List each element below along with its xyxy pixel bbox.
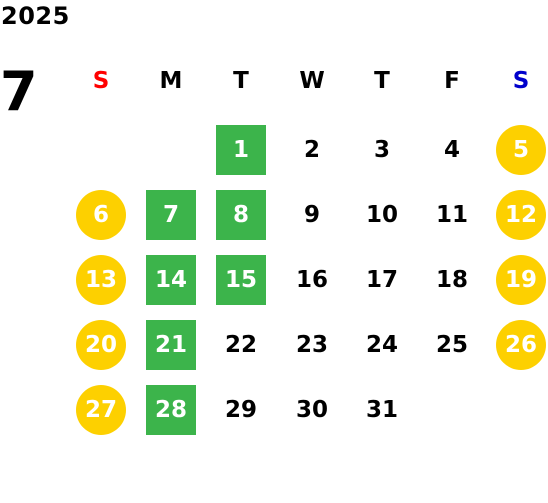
day-number: 14 — [154, 267, 187, 293]
day-cell-6[interactable]: 6 — [71, 190, 131, 240]
day-number: 9 — [303, 202, 320, 228]
day-number: 25 — [435, 332, 468, 358]
day-number: 8 — [232, 202, 249, 228]
day-number: 3 — [373, 137, 390, 163]
day-number: 26 — [504, 332, 537, 358]
month-number: 7 — [0, 60, 38, 123]
day-cell-23[interactable]: 23 — [282, 320, 342, 370]
day-number: 20 — [84, 332, 117, 358]
day-number: 30 — [295, 397, 328, 423]
day-cell-4[interactable]: 4 — [422, 125, 482, 175]
day-number: 21 — [154, 332, 187, 358]
day-number: 12 — [504, 202, 537, 228]
day-cell-1[interactable]: 1 — [211, 125, 271, 175]
day-number: 6 — [92, 202, 109, 228]
day-cell-19[interactable]: 19 — [491, 255, 548, 305]
day-cell-15[interactable]: 15 — [211, 255, 271, 305]
day-cell-31[interactable]: 31 — [352, 385, 412, 435]
day-number: 17 — [365, 267, 398, 293]
day-cell-7[interactable]: 7 — [141, 190, 201, 240]
day-number: 1 — [232, 137, 249, 163]
day-number: 23 — [295, 332, 328, 358]
weekday-header-sun: S — [92, 68, 110, 94]
day-cell-2[interactable]: 2 — [282, 125, 342, 175]
day-number: 22 — [224, 332, 257, 358]
day-cell-12[interactable]: 12 — [491, 190, 548, 240]
day-cell-25[interactable]: 25 — [422, 320, 482, 370]
weekday-header-wed: W — [299, 68, 325, 94]
day-cell-24[interactable]: 24 — [352, 320, 412, 370]
day-cell-17[interactable]: 17 — [352, 255, 412, 305]
day-cell-20[interactable]: 20 — [71, 320, 131, 370]
weekday-header-sat: S — [512, 68, 530, 94]
day-cell-18[interactable]: 18 — [422, 255, 482, 305]
day-cell-30[interactable]: 30 — [282, 385, 342, 435]
day-cell-8[interactable]: 8 — [211, 190, 271, 240]
day-cell-22[interactable]: 22 — [211, 320, 271, 370]
day-number: 31 — [365, 397, 398, 423]
day-number: 16 — [295, 267, 328, 293]
weekday-header-fri: F — [444, 68, 460, 94]
day-cell-29[interactable]: 29 — [211, 385, 271, 435]
day-cell-27[interactable]: 27 — [71, 385, 131, 435]
day-cell-14[interactable]: 14 — [141, 255, 201, 305]
day-number: 29 — [224, 397, 257, 423]
day-number: 27 — [84, 397, 117, 423]
day-number: 13 — [84, 267, 117, 293]
day-cell-9[interactable]: 9 — [282, 190, 342, 240]
day-cell-13[interactable]: 13 — [71, 255, 131, 305]
day-number: 2 — [303, 137, 320, 163]
day-cell-21[interactable]: 21 — [141, 320, 201, 370]
day-number: 10 — [365, 202, 398, 228]
day-number: 4 — [443, 137, 460, 163]
day-cell-16[interactable]: 16 — [282, 255, 342, 305]
day-cell-26[interactable]: 26 — [491, 320, 548, 370]
day-number: 28 — [154, 397, 187, 423]
weekday-header-thu: T — [374, 68, 390, 94]
day-cell-5[interactable]: 5 — [491, 125, 548, 175]
day-cell-11[interactable]: 11 — [422, 190, 482, 240]
day-number: 24 — [365, 332, 398, 358]
weekday-header-mon: M — [159, 68, 183, 94]
day-number: 15 — [224, 267, 257, 293]
day-cell-10[interactable]: 10 — [352, 190, 412, 240]
day-number: 5 — [512, 137, 529, 163]
weekday-header-tue: T — [233, 68, 249, 94]
day-number: 19 — [504, 267, 537, 293]
day-number: 7 — [162, 202, 179, 228]
year-label: 2025 — [1, 2, 70, 30]
day-number: 18 — [435, 267, 468, 293]
day-cell-3[interactable]: 3 — [352, 125, 412, 175]
day-cell-28[interactable]: 28 — [141, 385, 201, 435]
day-number: 11 — [435, 202, 468, 228]
